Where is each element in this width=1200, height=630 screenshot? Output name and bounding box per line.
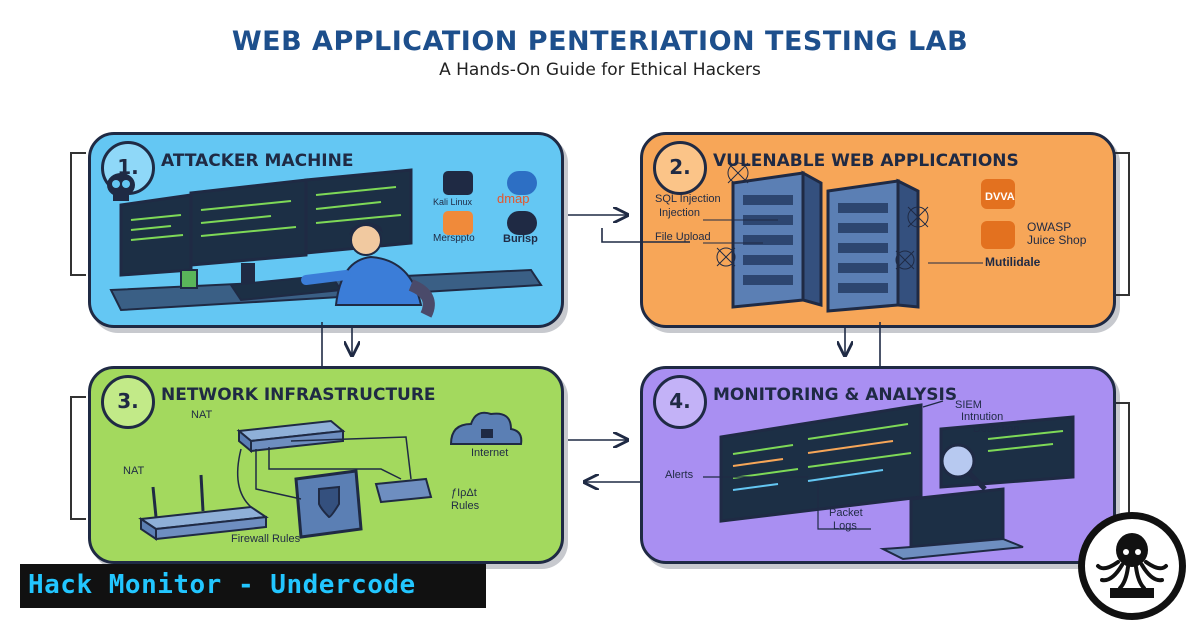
vuln-label: Injection bbox=[659, 207, 700, 219]
panel-number: 2. bbox=[653, 141, 707, 195]
spider-web-icon bbox=[716, 162, 929, 270]
router-icon bbox=[138, 474, 269, 541]
tool-label: dmap bbox=[497, 191, 530, 206]
page-title: WEB APPLICATION PENTERIATION TESTING LAB bbox=[231, 26, 969, 57]
app-label: Mutilidale bbox=[985, 255, 1041, 269]
tool-label: Mersppto bbox=[433, 233, 475, 244]
nat-label: NAT bbox=[123, 465, 145, 477]
octopus-logo-icon bbox=[1078, 512, 1186, 620]
kali-linux-icon bbox=[443, 171, 473, 195]
packet-logs-label: Logs bbox=[833, 520, 857, 532]
panel-title: VULENABLE WEB APPLICATIONS bbox=[713, 151, 1019, 171]
bracket-right-top bbox=[1114, 152, 1130, 296]
dashboard-monitor-icon bbox=[719, 403, 923, 523]
device-icon bbox=[374, 477, 433, 504]
cloud-lock-icon bbox=[449, 411, 523, 445]
panel-title: NETWORK INFRASTRUCTURE bbox=[161, 385, 436, 405]
packet-logs-label: Packet bbox=[829, 507, 863, 519]
magnifier-icon bbox=[940, 443, 987, 491]
dvwa-icon bbox=[981, 179, 1015, 209]
analytics-screen-icon bbox=[939, 415, 1075, 489]
attacker-machine-panel: 1. ATTACKER MACHINE bbox=[88, 132, 564, 328]
firewall-rules-label: Firewall Rules bbox=[231, 533, 301, 545]
vuln-label: SQL Injection bbox=[655, 193, 721, 205]
bracket-left-bottom bbox=[70, 396, 86, 520]
vuln-label: File Upload bbox=[655, 231, 711, 243]
panel-number: 4. bbox=[653, 375, 707, 429]
app-label: OWASP bbox=[1027, 220, 1072, 234]
cup-icon bbox=[180, 269, 198, 289]
rules-label: ƒIρΔt bbox=[451, 487, 477, 499]
alerts-label: Alerts bbox=[665, 469, 694, 481]
brand-badge: Hack Monitor - Undercode bbox=[20, 564, 486, 608]
network-illustration bbox=[138, 411, 523, 541]
metasploit-icon bbox=[443, 211, 473, 235]
bracket-left-top bbox=[70, 152, 86, 276]
app-label: Juice Shop bbox=[1027, 233, 1087, 247]
dmap-icon bbox=[507, 171, 537, 195]
skull-icon bbox=[107, 173, 135, 201]
panel-title: MONITORING & ANALYSIS bbox=[713, 385, 958, 405]
hacker-person-icon bbox=[301, 222, 435, 318]
servers-illustration bbox=[703, 162, 1015, 313]
burp-icon bbox=[507, 211, 537, 235]
brand-badge-text: Hack Monitor - Undercode bbox=[28, 570, 416, 600]
attacker-illustration bbox=[107, 168, 543, 318]
siem-label: SIEM bbox=[955, 399, 982, 411]
bracket-right-bottom bbox=[1114, 402, 1130, 526]
owasp-juice-shop-icon bbox=[981, 221, 1015, 249]
server-rack-icon bbox=[826, 178, 920, 313]
nat-label: NAT bbox=[191, 409, 213, 421]
panel-number: 3. bbox=[101, 375, 155, 429]
server-rack-icon bbox=[731, 170, 823, 309]
firewall-shield-icon bbox=[294, 469, 363, 539]
laptop-icon bbox=[879, 487, 1024, 561]
siem-label: Intnution bbox=[961, 411, 1004, 423]
switch-icon bbox=[236, 419, 346, 454]
network-infrastructure-panel: 3. NETWORK INFRASTRUCTURE bbox=[88, 366, 564, 564]
tool-label: Kali Linux bbox=[433, 197, 473, 207]
siem-label: Detection bbox=[973, 423, 1020, 435]
tool-label: Burlsp bbox=[503, 233, 538, 245]
app-label: DVVA bbox=[985, 191, 1015, 203]
page-subtitle: A Hands-On Guide for Ethical Hackers bbox=[439, 60, 761, 80]
rules-label: Rules bbox=[451, 500, 480, 512]
vulnerable-apps-panel: 2. VULENABLE WEB APPLICATIONS bbox=[640, 132, 1116, 328]
monitoring-analysis-panel: 4. MONITORING & ANALYSIS bbox=[640, 366, 1116, 564]
internet-label: Internet bbox=[471, 447, 509, 459]
panel-title: ATTACKER MACHINE bbox=[161, 151, 354, 171]
monitoring-illustration bbox=[703, 400, 1075, 561]
